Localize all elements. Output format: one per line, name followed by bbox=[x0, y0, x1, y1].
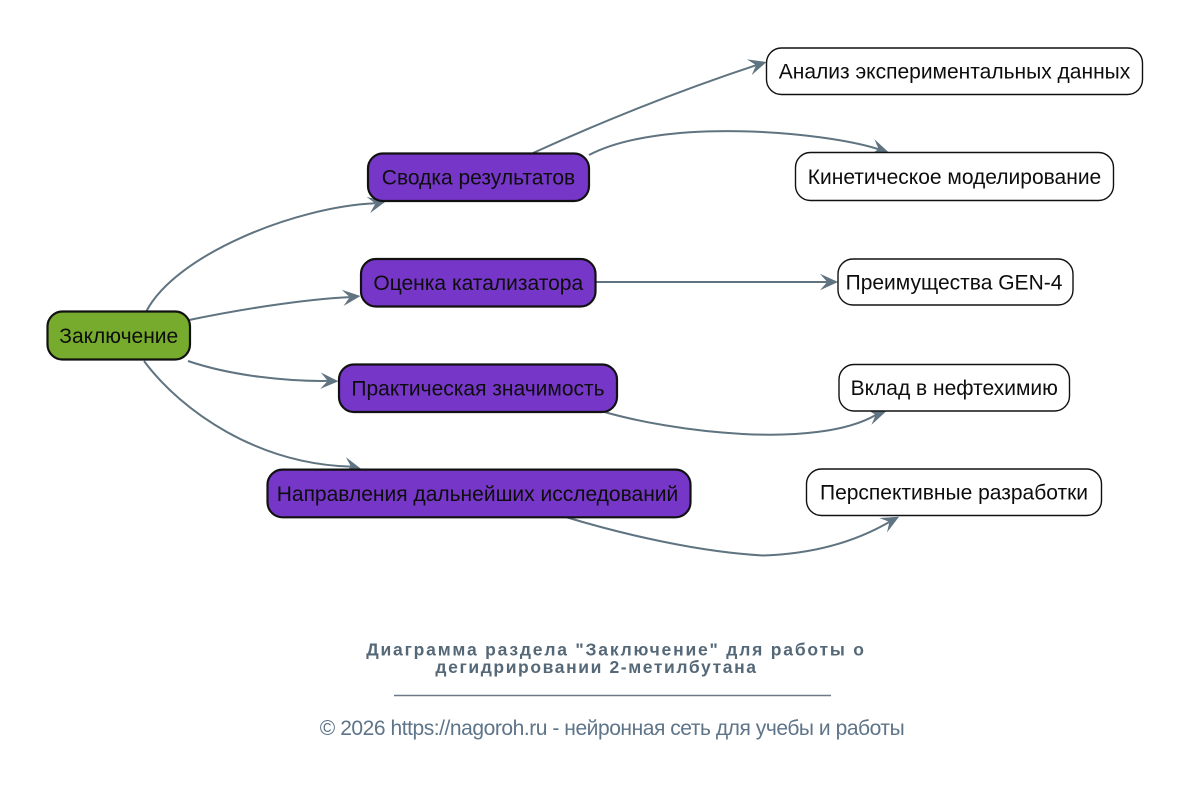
svg-text:Заключение: Заключение bbox=[59, 325, 178, 348]
svg-text:Сводка результатов: Сводка результатов bbox=[382, 167, 575, 190]
svg-text:Практическая значимость: Практическая значимость bbox=[351, 378, 604, 401]
svg-text:Направления дальнейших исследо: Направления дальнейших исследований bbox=[277, 483, 679, 506]
svg-text:Преимущества GEN-4: Преимущества GEN-4 bbox=[846, 271, 1063, 294]
svg-text:© 2026 https://nagoroh.ru - не: © 2026 https://nagoroh.ru - нейронная се… bbox=[320, 717, 904, 740]
svg-text:Кинетическое моделирование: Кинетическое моделирование bbox=[808, 166, 1101, 189]
svg-text:Перспективные разработки: Перспективные разработки bbox=[820, 482, 1088, 505]
svg-text:Диаграмма раздела "Заключение": Диаграмма раздела "Заключение" для работ… bbox=[366, 640, 866, 660]
svg-text:дегидрировании 2-метилбутана: дегидрировании 2-метилбутана bbox=[435, 657, 757, 677]
svg-text:Вклад в нефтехимию: Вклад в нефтехимию bbox=[851, 377, 1058, 400]
svg-text:Анализ экспериментальных данны: Анализ экспериментальных данных bbox=[779, 61, 1131, 84]
svg-text:Оценка катализатора: Оценка катализатора bbox=[373, 272, 583, 295]
